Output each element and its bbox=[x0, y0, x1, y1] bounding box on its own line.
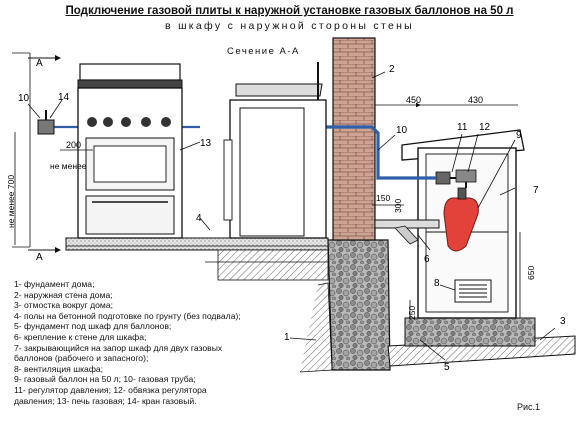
legend-line: 6- крепление к стене для шкафа; bbox=[14, 331, 147, 342]
gas-stove-side bbox=[223, 62, 327, 239]
legend-line: баллонов (рабочего и запасного); bbox=[14, 353, 149, 364]
callout-11: 11 bbox=[457, 122, 468, 133]
section-label: Сечение А-А bbox=[227, 46, 300, 57]
dimension-150: 150 bbox=[376, 193, 390, 203]
legend-line: давления; 13- печь газовая; 14- кран газ… bbox=[14, 395, 197, 406]
callout-5: 5 bbox=[444, 362, 450, 373]
section-mark-bottom: А bbox=[28, 247, 61, 263]
svg-text:А: А bbox=[36, 252, 43, 263]
callout-10-pipe: 10 bbox=[396, 125, 408, 136]
diagram-title: Подключение газовой плиты к наружной уст… bbox=[65, 5, 514, 17]
dimension-not-less: не менее bbox=[50, 161, 87, 171]
gas-stove-front bbox=[77, 63, 183, 239]
callout-3: 3 bbox=[560, 316, 566, 327]
exterior-wall bbox=[332, 37, 376, 241]
dimension-250: 250 bbox=[407, 306, 417, 320]
callout-labels: 2 1 3 4 5 6 7 8 9 10 10 11 12 13 14 bbox=[18, 64, 566, 373]
dimension-not-less-700: не менее 700 bbox=[6, 175, 16, 228]
legend-line: 1- фундамент дома; bbox=[14, 279, 95, 289]
svg-text:А: А bbox=[36, 58, 43, 69]
gas-valve bbox=[37, 110, 55, 135]
callout-9: 9 bbox=[516, 130, 522, 141]
dimension-200: 200 bbox=[66, 140, 81, 150]
legend-line: 9- газовый баллон на 50 л; 10- газовая т… bbox=[14, 374, 196, 385]
figure-label: Рис.1 bbox=[517, 402, 541, 412]
gas-cylinder bbox=[443, 187, 479, 252]
callout-2: 2 bbox=[389, 64, 395, 75]
dimension-430: 430 bbox=[468, 95, 483, 105]
house-foundation bbox=[299, 239, 391, 373]
wall-bracket bbox=[374, 219, 440, 245]
section-mark-top: А bbox=[28, 55, 61, 69]
legend-line: 3- отмостка вокруг дома; bbox=[14, 300, 113, 311]
dimension-650: 650 bbox=[526, 266, 536, 280]
callout-13: 13 bbox=[200, 138, 212, 149]
diagram-subtitle: в шкафу с наружной стороны стены bbox=[164, 20, 415, 32]
callout-7: 7 bbox=[533, 185, 539, 196]
legend-line: 5- фундамент под шкаф для баллонов; bbox=[14, 321, 172, 332]
cabinet-foundation bbox=[404, 317, 536, 347]
legend-line: 11- регулятор давления; 12- обвязка регу… bbox=[14, 384, 207, 395]
legend-line: 8- вентиляция шкафа; bbox=[14, 363, 104, 374]
cabinet-vent bbox=[454, 279, 492, 303]
legend-line: 2- наружная стена дома; bbox=[14, 289, 113, 300]
legend: 1- фундамент дома; 2- наружная стена дом… bbox=[14, 279, 241, 406]
callout-6: 6 bbox=[424, 254, 430, 265]
dimension-300: 300 bbox=[393, 199, 403, 213]
pressure-regulator bbox=[435, 169, 477, 188]
callout-12: 12 bbox=[479, 122, 491, 133]
house-floor bbox=[65, 237, 330, 281]
callout-10-valve-pipe: 10 bbox=[18, 93, 30, 104]
dimension-lines bbox=[12, 52, 521, 318]
callout-4: 4 bbox=[196, 213, 202, 224]
callout-1: 1 bbox=[284, 332, 290, 343]
dimension-450: 450 bbox=[406, 95, 421, 105]
legend-line: 4- полы на бетонной подготовке по грунту… bbox=[14, 310, 241, 321]
callout-leaders bbox=[27, 71, 556, 361]
callout-14: 14 bbox=[58, 92, 70, 103]
legend-line: 7- закрывающийся на запор шкаф для двух … bbox=[14, 342, 223, 353]
callout-8: 8 bbox=[434, 278, 440, 289]
